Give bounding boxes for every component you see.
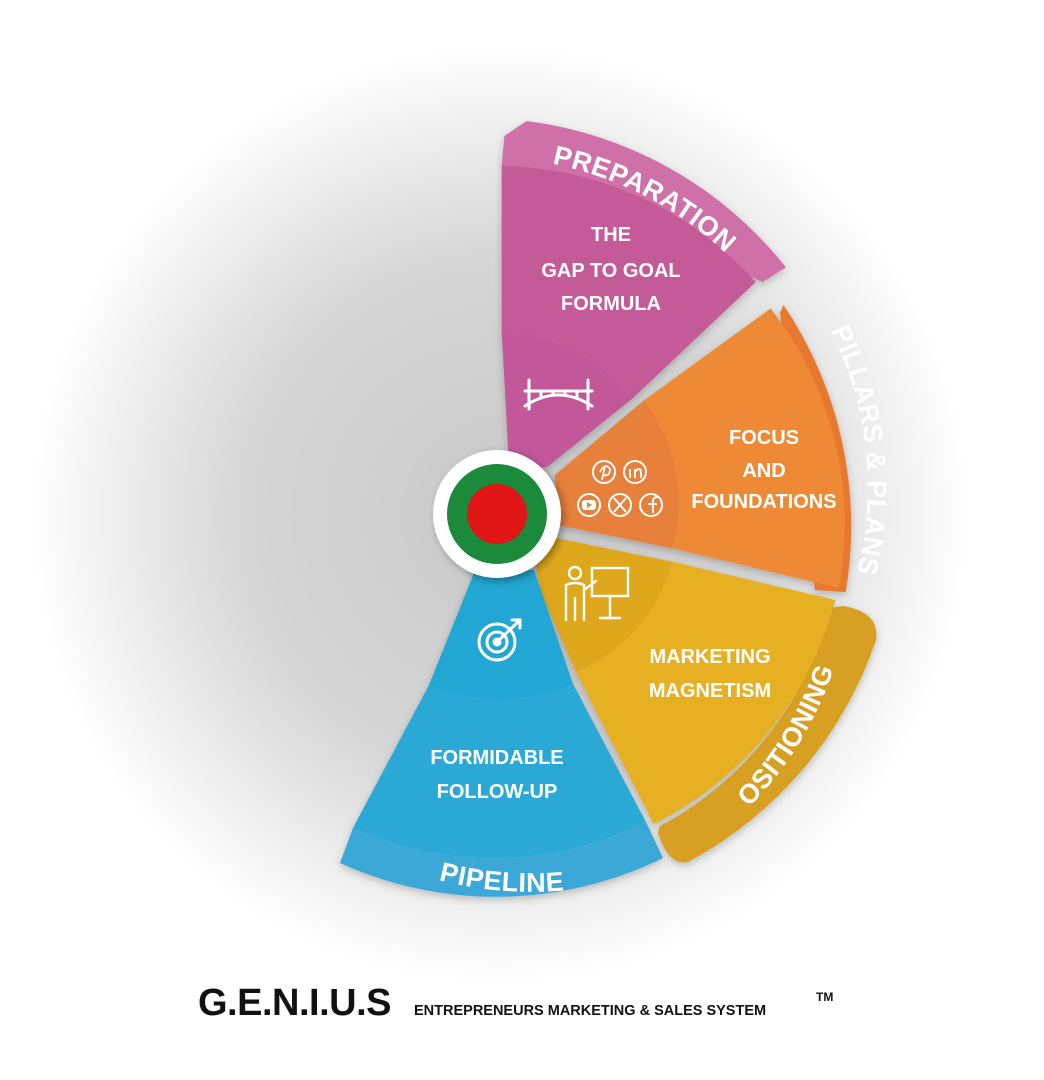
presenter-icon <box>564 565 630 622</box>
pipeline-line-1: FORMIDABLE <box>430 747 563 769</box>
linkedin-icon <box>623 460 647 484</box>
preparation-line-3: FORMULA <box>561 293 661 315</box>
pinterest-icon <box>592 460 616 484</box>
trademark-mark: TM <box>816 990 834 1004</box>
preparation-inner-block <box>501 166 756 399</box>
facebook-icon <box>639 493 663 517</box>
pillars-inner-block <box>643 308 845 588</box>
pipeline-inner-block <box>353 684 646 859</box>
pipeline-outer-band <box>340 822 663 897</box>
segment-pillars[interactable] <box>555 305 852 592</box>
pillars-hub-wedge <box>555 400 679 549</box>
center-red-dot <box>467 484 527 544</box>
brand-tagline: ENTREPRENEURS MARKETING & SALES SYSTEM <box>414 1003 767 1019</box>
brand-name: G.E.N.I.U.S <box>198 982 391 1024</box>
social-media-icons <box>577 460 663 517</box>
preparation-line-2: GAP TO GOAL <box>541 260 680 282</box>
preparation-line-1: THE <box>591 224 631 246</box>
positioning-inner-block <box>576 561 836 824</box>
pipeline-line-2: FOLLOW-UP <box>437 781 558 803</box>
target-icon <box>477 618 522 662</box>
positioning-line-1: MARKETING <box>649 646 770 668</box>
preparation-hub-wedge <box>501 332 633 470</box>
center-hub <box>433 450 561 578</box>
positioning-line-2: MAGNETISM <box>649 680 771 702</box>
youtube-icon <box>577 493 601 517</box>
positioning-outer-band <box>658 606 877 863</box>
pillars-line-3: FOUNDATIONS <box>691 491 836 513</box>
pillars-line-2: AND <box>742 460 785 482</box>
segment-preparation[interactable] <box>501 121 786 470</box>
bridge-icon <box>523 378 594 411</box>
x-twitter-icon <box>608 493 632 517</box>
pillars-line-1: FOCUS <box>729 427 799 449</box>
